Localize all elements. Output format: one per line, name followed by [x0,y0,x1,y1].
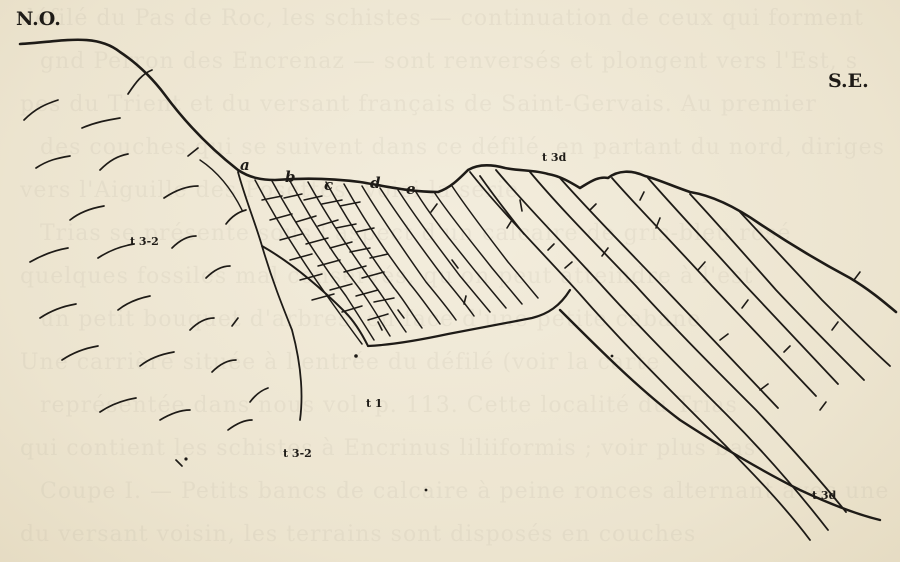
terrain-profile [20,40,896,312]
bedded-block [255,180,538,344]
unit-label-t3d-top: t 3d [542,152,566,163]
bed-label-a: a [240,158,250,173]
orientation-nw-label: N.O. [16,10,61,29]
bed-label-c: c [324,178,333,193]
unit-label-t3-2-lower: t 3-2 [283,448,312,459]
unit-label-t3d-bottom: t 3d [812,490,836,501]
talus-marks [24,70,268,466]
se-strata [470,170,890,540]
specks [184,354,613,491]
syncline-base [368,290,570,346]
unit-label-t1: t 1 [366,398,383,409]
bed-label-e: e [406,182,416,197]
unit-label-t3-2-upper: t 3-2 [130,236,159,247]
nw-slope-boundary [238,172,302,420]
bed-label-d: d [370,176,381,191]
dip-marks [378,192,860,410]
orientation-se-label: S.E. [828,72,869,91]
bed-label-b: b [285,170,296,185]
